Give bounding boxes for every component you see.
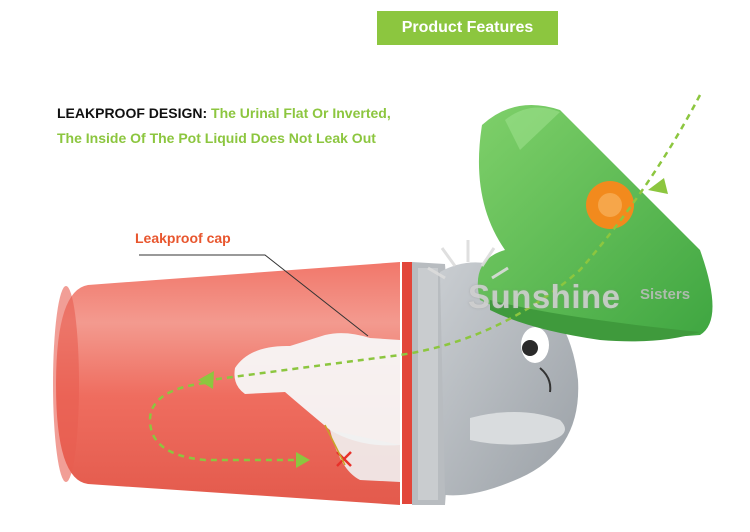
sun-rays-icon [427,240,509,280]
flow-arrow-icon [148,94,702,462]
headline-lead: LEAKPROOF DESIGN: [57,105,208,121]
flower-icon [586,181,634,229]
collar-ring [412,262,450,505]
flow-arrowhead [296,452,310,468]
bottle-body [53,262,412,505]
headline-line-1: LEAKPROOF DESIGN: The Urinal Flat Or Inv… [57,101,391,126]
flow-arrowhead [198,371,214,389]
headline-line1-text: The Urinal Flat Or Inverted, [207,105,391,121]
headline-text: LEAKPROOF DESIGN: The Urinal Flat Or Inv… [57,101,391,151]
headline-line-2: The Inside Of The Pot Liquid Does Not Le… [57,130,376,146]
leak-guide-line [324,424,346,466]
snout [470,411,565,445]
flow-arrowhead [648,178,668,194]
watermark-brand: Sunshine [468,278,621,315]
banner-label: Product Features [401,19,534,36]
callout-leader-line [139,254,369,337]
product-features-banner: Product Features [377,11,558,45]
leakproof-cap-label: Leakproof cap [135,230,231,246]
watermark-sub: Sisters [640,286,691,303]
